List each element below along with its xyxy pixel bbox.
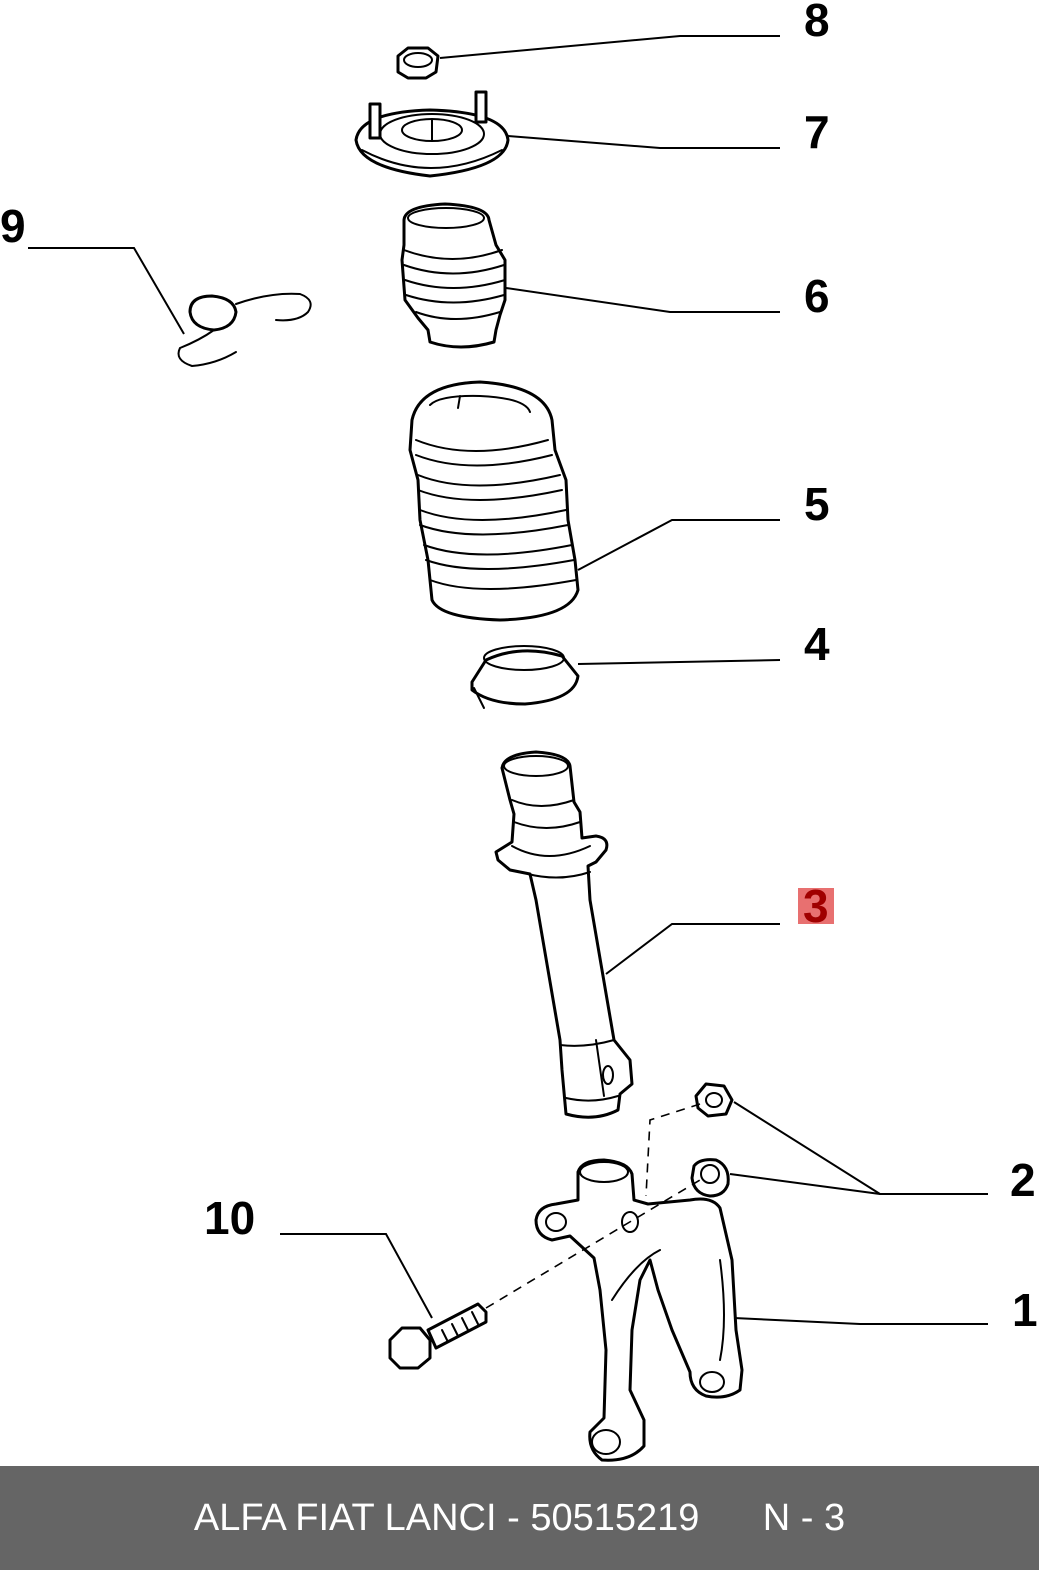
callout-10[interactable]: 10 bbox=[204, 1192, 255, 1244]
footer-part-number: 50515219 bbox=[530, 1496, 700, 1539]
footer-code: N - 3 bbox=[762, 1496, 846, 1539]
callout-5[interactable]: 5 bbox=[804, 478, 830, 530]
callout-3-highlight bbox=[798, 888, 834, 924]
part-2-nuts[interactable] bbox=[690, 1082, 734, 1198]
footer-gap bbox=[699, 1497, 762, 1540]
assembly-line-nut bbox=[645, 1103, 701, 1197]
part-1-fork[interactable] bbox=[534, 1158, 744, 1462]
leader-lines bbox=[28, 35, 988, 1325]
part-9-spring-clip[interactable] bbox=[177, 292, 312, 368]
callout-3[interactable]: 3 bbox=[803, 880, 829, 932]
part-5-coil-spring[interactable] bbox=[408, 380, 580, 622]
part-7-strut-mount[interactable] bbox=[354, 90, 510, 178]
part-6-bump-stop[interactable] bbox=[400, 202, 507, 349]
exploded-parts-diagram: 8 7 6 9 5 4 3 2 1 10 bbox=[0, 0, 1038, 1462]
part-10-bolt[interactable] bbox=[388, 1302, 488, 1370]
footer-separator: - bbox=[496, 1496, 531, 1539]
callout-6[interactable]: 6 bbox=[804, 270, 830, 322]
callout-8[interactable]: 8 bbox=[804, 0, 830, 46]
callout-1[interactable]: 1 bbox=[1012, 1284, 1038, 1336]
part-8-top-nut[interactable] bbox=[396, 46, 440, 80]
footer-brand: ALFA FIAT LANCI bbox=[193, 1496, 497, 1539]
part-3-shock-absorber[interactable] bbox=[494, 750, 634, 1119]
part-4-spring-seat[interactable] bbox=[470, 645, 580, 709]
callout-7[interactable]: 7 bbox=[804, 106, 830, 158]
callout-4[interactable]: 4 bbox=[804, 618, 830, 670]
callout-2[interactable]: 2 bbox=[1010, 1154, 1036, 1206]
callout-9[interactable]: 9 bbox=[0, 200, 26, 252]
footer-bar: ALFA FIAT LANCI - 50515219 N - 3 bbox=[0, 1466, 1039, 1570]
